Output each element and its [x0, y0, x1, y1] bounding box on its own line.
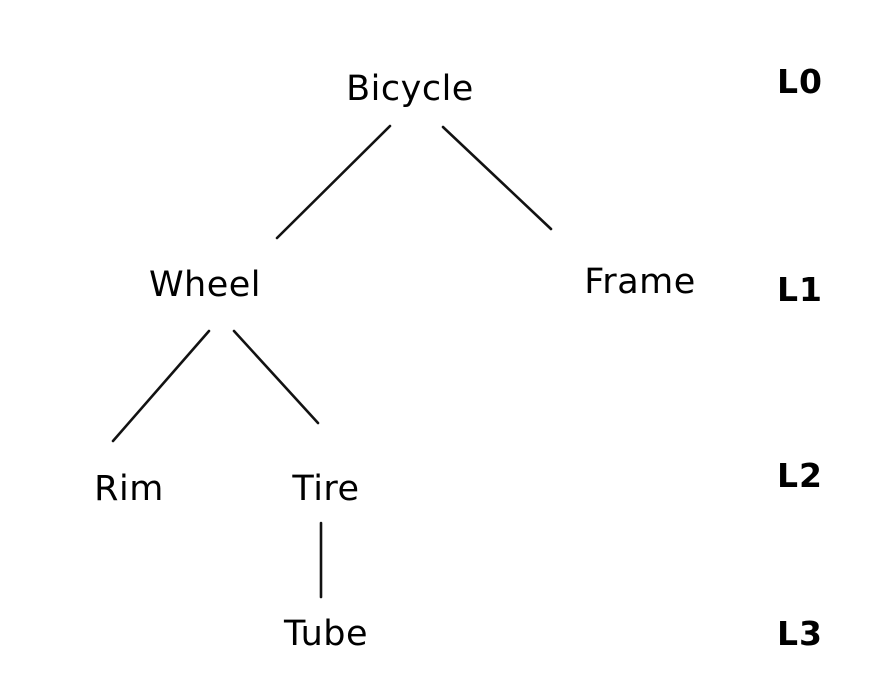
level-label-l1: L1 [777, 270, 823, 309]
level-label-l3: L3 [777, 614, 823, 653]
edge-wheel-rim [111, 329, 211, 443]
edge-bicycle-wheel [275, 124, 392, 240]
node-bicycle[interactable]: Bicycle [346, 69, 474, 109]
node-frame[interactable]: Frame [584, 262, 696, 302]
node-group: Bicycle Wheel Frame Rim Tire Tube [94, 69, 696, 654]
level-label-l2: L2 [777, 456, 823, 495]
node-tube[interactable]: Tube [283, 614, 368, 654]
edge-wheel-tire [232, 329, 320, 425]
edge-bicycle-frame [441, 125, 553, 231]
edge-group [111, 124, 553, 599]
level-label-l0: L0 [777, 62, 823, 101]
node-wheel[interactable]: Wheel [149, 265, 261, 305]
node-rim[interactable]: Rim [94, 469, 164, 509]
level-label-group: L0 L1 L2 L3 [777, 62, 823, 653]
node-tire[interactable]: Tire [291, 469, 359, 509]
